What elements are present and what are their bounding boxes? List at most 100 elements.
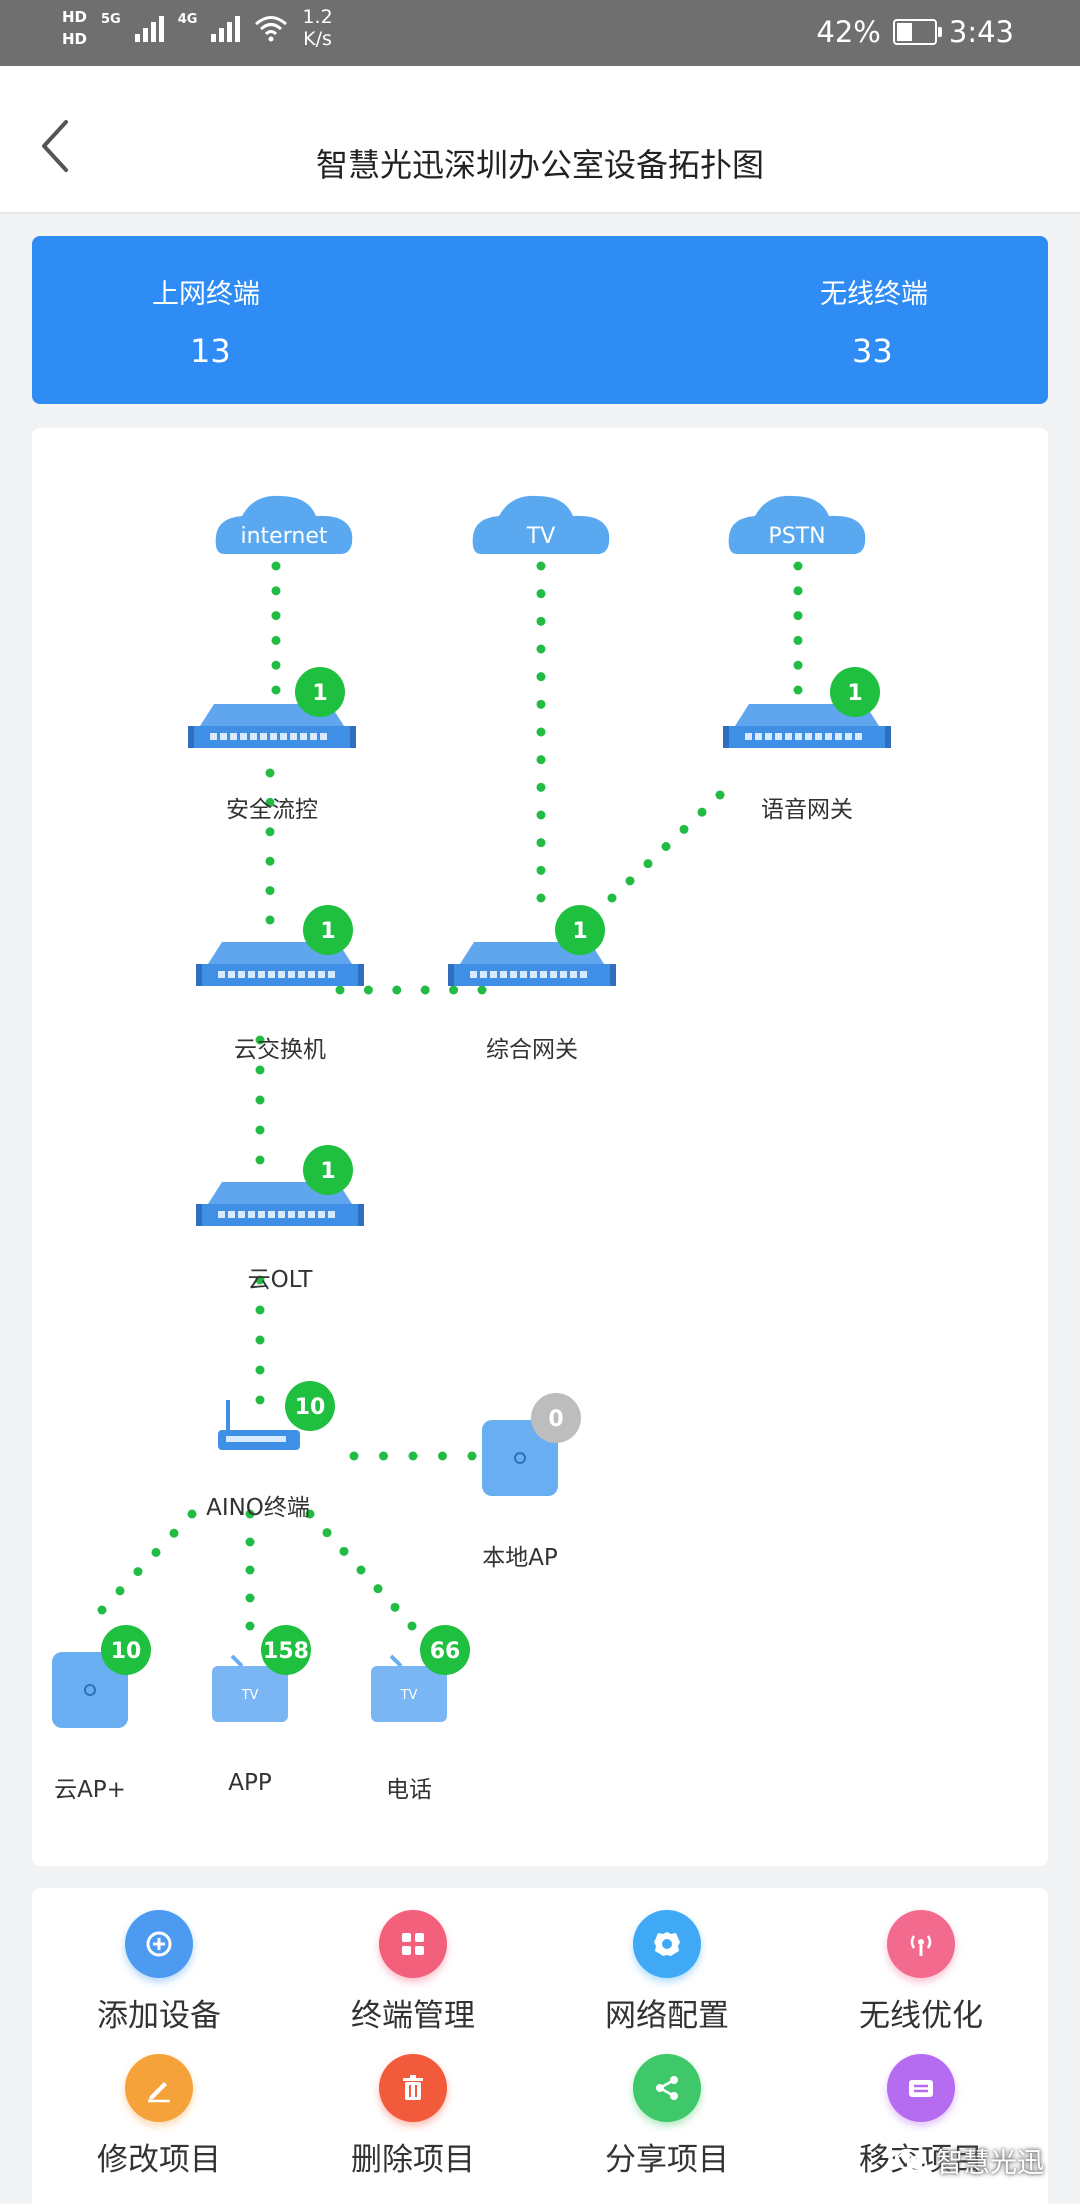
status-right: 42% 3:43: [816, 15, 1014, 49]
link-dot: [536, 755, 546, 765]
node-security[interactable]: 1: [188, 667, 356, 748]
link-dot: [536, 838, 546, 848]
device-port: [530, 971, 537, 978]
link-dot: [793, 611, 803, 621]
link-dot: [438, 1451, 447, 1461]
link-dot: [245, 1621, 255, 1631]
device-ear: [188, 726, 194, 748]
link-dot: [793, 685, 803, 695]
edit-icon: [125, 2054, 193, 2122]
node-label-phone: 电话: [386, 1777, 432, 1803]
cloud-label: TV: [526, 524, 556, 549]
cloud-pstn[interactable]: PSTN: [728, 495, 866, 554]
count-badge-bg: [101, 1625, 151, 1675]
link-dot: [245, 1593, 255, 1603]
wireless-terminals-count: 33: [852, 332, 893, 370]
antenna-icon: [887, 1910, 955, 1978]
count-badge: 1: [312, 681, 327, 706]
link-dot: [793, 660, 803, 670]
link-dot: [536, 616, 546, 626]
link-dot: [255, 1365, 265, 1375]
node-olt[interactable]: 1: [196, 1145, 364, 1226]
device-port: [328, 1211, 335, 1218]
node-gateway[interactable]: 1: [448, 905, 616, 986]
node-switch[interactable]: 1: [196, 905, 364, 986]
ap-body: [52, 1652, 128, 1728]
node-phone[interactable]: TV 66: [371, 1625, 470, 1722]
action-gear[interactable]: 网络配置: [540, 1884, 794, 2034]
action-edit[interactable]: 修改项目: [32, 2028, 286, 2178]
action-label: 分享项目: [605, 2142, 729, 2178]
device-port: [288, 1211, 295, 1218]
back-arrow-icon[interactable]: [36, 118, 76, 174]
node-aino[interactable]: 10: [218, 1381, 335, 1450]
link-dot: [356, 1565, 366, 1575]
device-port: [238, 971, 245, 978]
count-badge-bg: [531, 1393, 581, 1443]
wifi-icon: [255, 16, 288, 42]
device-port: [510, 971, 517, 978]
device-port: [228, 971, 235, 978]
link-dot: [536, 561, 546, 571]
device-ear: [885, 726, 891, 748]
link-dot: [255, 1305, 265, 1315]
link-dot: [536, 810, 546, 820]
link-dot: [169, 1528, 179, 1538]
action-label: 删除项目: [351, 2142, 475, 2178]
action-label: 移交项目: [859, 2142, 983, 2178]
status-bar: HD HD 5G 4G 1.2 K/s 42% 3:43: [0, 0, 1080, 66]
battery-fill: [896, 23, 912, 41]
device-port: [815, 733, 822, 740]
link-dot: [373, 1584, 383, 1594]
action-add[interactable]: 添加设备: [32, 1884, 286, 2034]
node-cloudap[interactable]: 10: [52, 1625, 151, 1728]
link-dot: [245, 1565, 255, 1575]
action-share[interactable]: 分享项目: [540, 2028, 794, 2178]
count-badge: 1: [320, 1159, 335, 1184]
device-port: [320, 733, 327, 740]
device-ear: [610, 964, 616, 986]
device-port: [490, 971, 497, 978]
link-dot: [793, 635, 803, 645]
link-dot: [255, 1275, 265, 1285]
device-port: [795, 733, 802, 740]
device-ear: [196, 964, 202, 986]
device-port: [268, 971, 275, 978]
device-port: [220, 733, 227, 740]
action-label: 网络配置: [605, 1998, 729, 2034]
link-dot: [536, 782, 546, 792]
action-trash[interactable]: 删除项目: [286, 2028, 540, 2178]
device-ear: [358, 1204, 364, 1226]
cloud-nodes: internet TV PSTN: [215, 495, 866, 554]
cloud-shape: [472, 495, 610, 554]
action-transfer[interactable]: 移交项目: [794, 2028, 1048, 2178]
link-dot: [392, 985, 402, 995]
device-port: [855, 733, 862, 740]
link-dot: [661, 842, 671, 851]
tv-antenna: [389, 1654, 403, 1668]
link-dot: [390, 1602, 400, 1612]
count-badge: 66: [430, 1639, 461, 1664]
network-speed: 1.2 K/s: [302, 6, 332, 50]
ap-led: [514, 1452, 526, 1464]
device-port: [260, 733, 267, 740]
cloud-tv[interactable]: TV: [472, 495, 610, 554]
add-icon: [125, 1910, 193, 1978]
tv-screen-text: TV: [241, 1688, 259, 1703]
node-voice[interactable]: 1: [723, 667, 891, 748]
cloud-label: PSTN: [768, 524, 825, 549]
cloud-internet[interactable]: internet: [215, 495, 353, 554]
action-apps[interactable]: 终端管理: [286, 1884, 540, 2034]
tv-screen-text: TV: [400, 1688, 418, 1703]
link-dot: [151, 1547, 161, 1557]
device-port: [550, 971, 557, 978]
node-localap[interactable]: 0: [482, 1393, 581, 1496]
action-antenna[interactable]: 无线优化: [794, 1884, 1048, 2034]
link-dot: [643, 859, 653, 869]
device-port: [278, 1211, 285, 1218]
link-dot: [536, 727, 546, 737]
link-dot: [187, 1509, 197, 1519]
link-dot: [255, 1395, 265, 1405]
